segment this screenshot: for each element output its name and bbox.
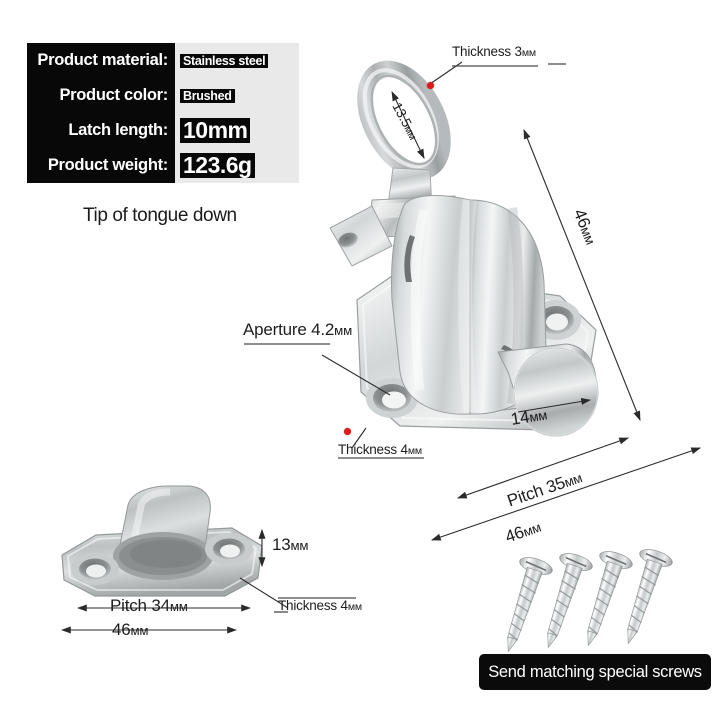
spec-label-material: Product material: xyxy=(27,43,175,78)
spec-value-weight-wrap: 123.6g xyxy=(175,148,299,183)
spec-value-color: Brushed xyxy=(180,88,235,103)
annotation-aperture-unit: мм xyxy=(334,323,352,338)
spec-value-latch-length: 10mm xyxy=(180,117,251,144)
annotation-keeper-height: 13мм xyxy=(272,535,309,555)
tip-of-tongue-caption: Tip of tongue down xyxy=(83,205,237,226)
annotation-plate-thickness-unit: мм xyxy=(407,445,422,457)
marker-plate-thickness-dot xyxy=(344,428,351,435)
annotation-ring-width-unit: мм xyxy=(401,123,419,142)
annotation-keeper-pitch-text: Pitch 34 xyxy=(110,596,170,615)
spec-label-color: Product color: xyxy=(27,78,175,113)
annotation-aperture-text: Aperture 4.2 xyxy=(243,320,335,339)
spec-value-material-wrap: Stainless steel xyxy=(175,43,299,78)
annotation-keeper-length: 46мм xyxy=(112,620,149,640)
marker-ring-thickness-dot xyxy=(427,82,434,89)
annotation-base-length-main-unit: мм xyxy=(521,519,543,540)
annotation-keeper-length-text: 46 xyxy=(112,620,131,639)
annotation-keeper-pitch-unit: мм xyxy=(169,599,188,614)
annotation-ring-thickness-unit: мм xyxy=(521,47,536,59)
spec-value-weight: 123.6g xyxy=(180,152,255,179)
annotation-pitch-main-text: Pitch 35 xyxy=(504,473,568,511)
annotation-body-length-unit: мм xyxy=(577,224,599,247)
annotation-aperture: Aperture 4.2мм xyxy=(243,320,352,340)
annotation-keeper-thickness-unit: мм xyxy=(347,601,362,613)
annotation-body-length: 46мм xyxy=(569,206,601,247)
annotation-base-length-main: 46мм xyxy=(503,517,544,548)
spec-label-weight: Product weight: xyxy=(27,148,175,183)
spec-row-color: Product color: Brushed xyxy=(27,78,299,113)
annotation-bolt-diameter-unit: мм xyxy=(528,407,549,426)
annotation-ring-thickness-text: Thickness 3 xyxy=(452,44,522,59)
annotation-plate-thickness-text: Thickness 4 xyxy=(338,442,408,457)
spec-value-latch-length-wrap: 10mm xyxy=(175,113,299,148)
spec-value-material: Stainless steel xyxy=(180,53,269,68)
spec-label-latch-length: Latch length: xyxy=(27,113,175,148)
spec-row-weight: Product weight: 123.6g xyxy=(27,148,299,183)
annotation-bolt-diameter: 14мм xyxy=(509,404,548,429)
annotation-keeper-height-unit: мм xyxy=(290,538,309,553)
annotation-plate-thickness: Thickness 4мм xyxy=(338,442,422,457)
annotation-ring-width: 13.5мм xyxy=(389,100,421,142)
annotation-keeper-thickness: Thickness 4мм xyxy=(278,598,362,613)
annotation-ring-thickness: Thickness 3мм xyxy=(452,44,536,59)
spec-row-latch-length: Latch length: 10mm xyxy=(27,113,299,148)
spec-row-material: Product material: Stainless steel xyxy=(27,43,299,78)
product-spec-table: Product material: Stainless steel Produc… xyxy=(27,43,299,183)
annotation-keeper-length-unit: мм xyxy=(130,623,149,638)
annotation-keeper-height-text: 13 xyxy=(272,535,291,554)
annotation-keeper-thickness-text: Thickness 4 xyxy=(278,598,348,613)
annotation-pitch-main-unit: мм xyxy=(562,470,585,491)
spec-value-color-wrap: Brushed xyxy=(175,78,299,113)
annotation-keeper-pitch: Pitch 34мм xyxy=(110,596,188,616)
screws-note-caption: Send matching special screws xyxy=(479,654,711,690)
annotation-pitch-main: Pitch 35мм xyxy=(505,467,585,511)
